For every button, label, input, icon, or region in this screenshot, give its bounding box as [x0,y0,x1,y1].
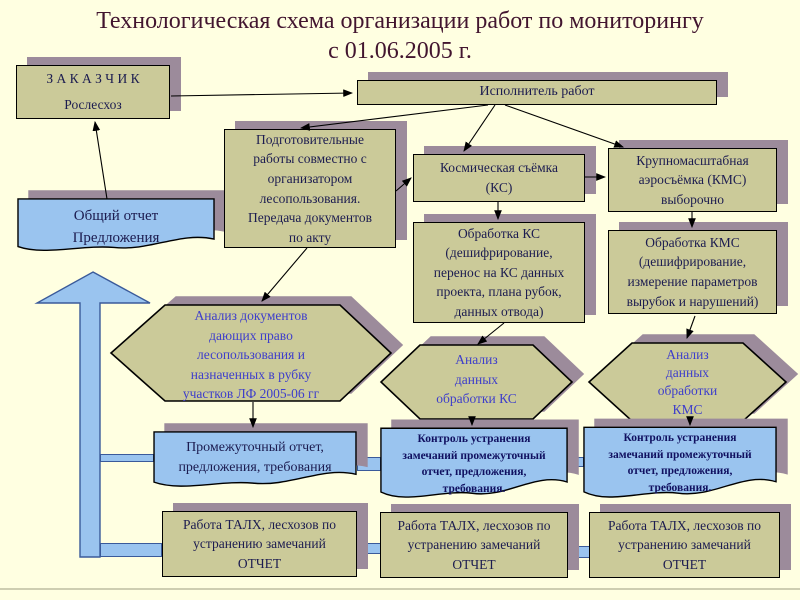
title-line-1: Технологическая схема организации работ … [96,8,704,34]
node-remarks-work-right: Работа ТАЛХ, лесхозов по устранению заме… [589,512,780,578]
document-shape [583,426,777,502]
node-space-survey: Космическая съёмка (КС) [413,154,585,202]
kms-processing-label: Обработка КМС (дешифрирование, измерение… [626,234,759,309]
remarks-work-left-label: Работа ТАЛХ, лесхозов по устранению заме… [183,516,336,571]
remarks-work-right-label: Работа ТАЛХ, лесхозов по устранению заме… [608,517,761,572]
node-ks-analysis: Анализ данных обработки КС [380,344,573,420]
node-control-center: Контроль устранения замечаний промежуточ… [380,427,568,502]
document-shape [17,198,215,254]
control-center-label: Контроль устранения замечаний промежуточ… [402,433,546,496]
document-shape [153,431,357,490]
node-remarks-work-left: Работа ТАЛХ, лесхозов по устранению заме… [162,511,357,577]
node-general-report: Общий отчет Предложения [17,198,215,254]
node-aerial-survey: Крупномасштабная аэросъёмка (КМС) выборо… [608,148,777,212]
customer-label: З А К А З Ч И К Рослесхоз [17,69,169,114]
executor-label: Исполнитель работ [479,84,595,100]
docs-analysis-label: Анализ документов дающих право лесопольз… [182,308,320,402]
hexagon-shape [588,342,787,422]
node-remarks-work-center: Работа ТАЛХ, лесхозов по устранению заме… [380,512,568,578]
blue-connector-3 [357,457,381,471]
kms-analysis-label: Анализ данных обработки КМС [657,347,718,417]
node-kms-analysis: Анализ данных обработки КМС [588,342,787,422]
aerial-survey-label: Крупномасштабная аэросъёмка (КМС) выборо… [636,152,749,207]
slide-bottom-edge [0,588,800,590]
general-report-label: Общий отчет Предложения [72,208,160,246]
ks-analysis-label: Анализ данных обработки КС [436,352,517,407]
ks-processing-label: Обработка КС (дешифрирование, перенос на… [433,225,565,319]
node-executor: Исполнитель работ [357,80,717,105]
blue-connector-2 [100,543,162,557]
remarks-work-center-label: Работа ТАЛХ, лесхозов по устранению заме… [397,517,551,572]
node-customer: З А К А З Ч И К Рослесхоз [16,65,170,119]
title-line-2: с 01.06.2005 г. [328,38,472,64]
interim-report-label: Промежуточный отчет, предложения, требов… [178,440,332,476]
node-interim-report: Промежуточный отчет, предложения, требов… [153,431,357,490]
hexagon-shape [110,304,392,402]
node-prep-works: Подготовительные работы совместно с орга… [224,129,396,248]
node-docs-analysis: Анализ документов дающих право лесопольз… [110,304,392,402]
control-right-label: Контроль устранения замечаний промежуточ… [608,432,752,495]
blue-connector-5 [357,543,381,554]
blue-connector-4 [568,457,584,467]
node-control-right: Контроль устранения замечаний промежуточ… [583,426,777,502]
hexagon-shape [380,344,573,420]
node-kms-processing: Обработка КМС (дешифрирование, измерение… [608,230,777,314]
prep-works-label: Подготовительные работы совместно с орга… [248,131,372,245]
blue-connector-1 [100,454,154,462]
space-survey-label: Космическая съёмка (КС) [439,160,559,195]
customer-title: З А К А З Ч И К [46,71,140,87]
document-shape [380,427,568,502]
blue-connector-6 [568,546,590,558]
slide-title: Технологическая схема организации работ … [0,6,800,66]
customer-subtitle: Рослесхоз [64,97,122,112]
node-ks-processing: Обработка КС (дешифрирование, перенос на… [413,222,585,323]
